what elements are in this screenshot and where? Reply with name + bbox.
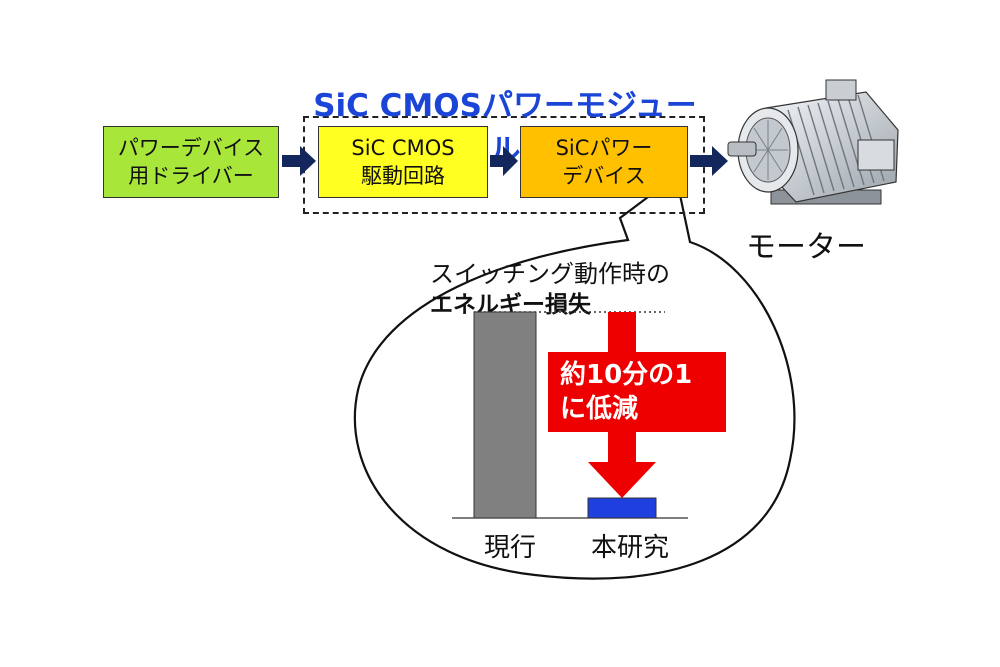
motor-label: モーター xyxy=(746,230,866,265)
bar-this-research xyxy=(587,497,657,519)
category-label-current: 現行 xyxy=(483,533,536,563)
module-title: SiC CMOSパワーモジュール xyxy=(313,88,697,169)
power-device-driver-block: パワーデバイス 用ドライバー xyxy=(103,126,279,198)
reduction-label-box xyxy=(548,352,726,432)
arrow-device-to-motor xyxy=(690,146,728,176)
reduction-label: 約10分の1 に低減 xyxy=(560,360,693,424)
arrow-circuit-to-device xyxy=(490,146,518,176)
sic-cmos-drive-circuit-block: SiC CMOS 駆動回路 xyxy=(318,126,488,198)
category-label-this-research: 本研究 xyxy=(590,533,669,563)
sic-power-device-block: SiCパワー デバイス xyxy=(520,126,688,198)
motor-icon xyxy=(727,79,899,205)
switching-operation-label: スイッチング動作時の xyxy=(430,260,670,288)
arrow-driver-to-circuit xyxy=(282,146,316,176)
bar-current xyxy=(473,311,537,519)
